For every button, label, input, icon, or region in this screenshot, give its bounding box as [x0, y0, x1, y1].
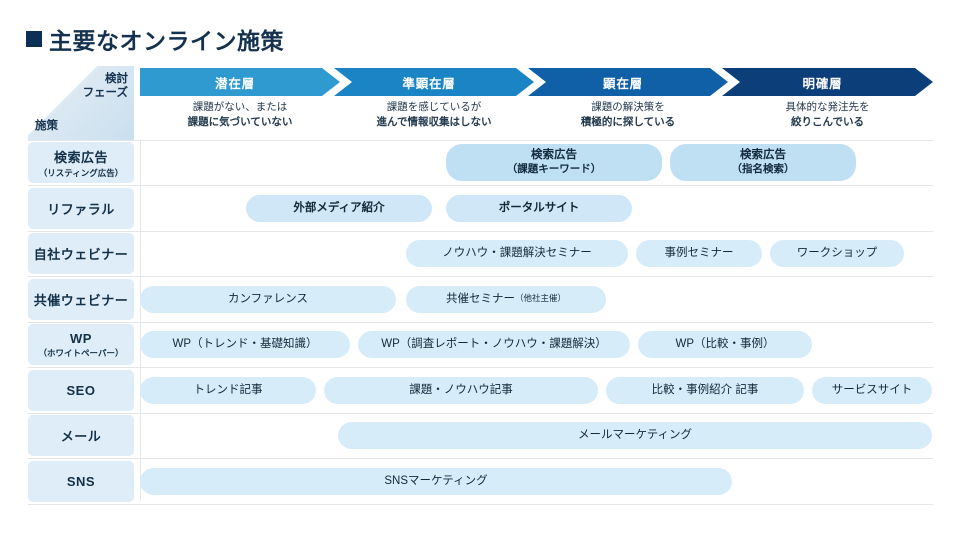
measure-pill-r1-c1[interactable]: 検索広告（課題キーワード） [446, 144, 662, 181]
pill-text: SNSマーケティング [384, 474, 488, 487]
phase-label-2: 準顕在層 [402, 76, 456, 91]
row-separator-6 [28, 412, 933, 414]
pill-text: ノウハウ・課題解決セミナー [442, 247, 592, 260]
header-separator [28, 140, 933, 141]
row-label-3: 自社ウェビナー [28, 233, 134, 274]
row-label-main-8: SNS [66, 473, 96, 489]
phase-description-4: 具体的な発注先を絞りこんでいる [722, 100, 933, 138]
corner-phase-label: 検討 フェーズ [83, 72, 128, 101]
measure-pill-r6-c3[interactable]: 比較・事例紹介 記事 [606, 376, 804, 404]
row-label-main-2: リファラル [47, 201, 115, 217]
pill-text-sub: （他社主催） [514, 293, 566, 304]
phase-description-1: 課題がない、または課題に気づいていない [140, 100, 340, 138]
measure-pill-r3-c2[interactable]: 事例セミナー [636, 240, 762, 267]
pill-text-line2: （指名検索） [731, 163, 795, 176]
phase-desc-line1-3: 課題の解決策を [591, 101, 665, 113]
pill-text: ワークショップ [796, 247, 878, 260]
row-label-sub-5: （ホワイトペーパー） [38, 347, 124, 358]
phase-desc-line1-1: 課題がない、または [192, 101, 288, 113]
row-label-main-5: WP [70, 330, 92, 346]
pill-text: WP（トレンド・基礎知識） [172, 338, 318, 351]
row-label-main-7: メール [60, 429, 102, 444]
corner-phase-line2: フェーズ [82, 87, 128, 100]
pill-text: WP（比較・事例） [675, 338, 775, 351]
row-label-main-3: 自社ウェビナー [33, 247, 129, 262]
phase-desc-line2-4: 絞りこんでいる [791, 116, 864, 129]
phase-label-3: 顕在層 [603, 76, 643, 91]
pill-text: メールマーケティング [577, 429, 693, 442]
pill-text: カンファレンス [228, 292, 308, 305]
measure-pill-r6-c2[interactable]: 課題・ノウハウ記事 [324, 376, 598, 404]
row-label-7: メール [28, 415, 134, 456]
row-label-5: WP（ホワイトペーパー） [28, 324, 134, 365]
phase-label-1: 潜在層 [215, 76, 255, 91]
measure-pill-r3-c1[interactable]: ノウハウ・課題解決セミナー [406, 240, 628, 267]
pill-text: 課題・ノウハウ記事 [409, 383, 513, 396]
measure-pill-r7-c1[interactable]: メールマーケティング [338, 422, 932, 449]
pill-text: ポータルサイト [498, 201, 580, 214]
pill-text-line1: 検索広告 [740, 149, 786, 162]
header-corner-cell: 検討 フェーズ 施策 [28, 66, 134, 140]
phase-desc-line2-3: 積極的に探している [580, 116, 676, 129]
phase-chevron-3: 顕在層 [528, 68, 728, 96]
measure-pill-r5-c1[interactable]: WP（トレンド・基礎知識） [140, 331, 350, 358]
row-label-main-4: 共催ウェビナー [33, 292, 129, 308]
row-separator-1 [28, 185, 933, 186]
row-label-4: 共催ウェビナー [28, 278, 134, 320]
measure-pill-r1-c2[interactable]: 検索広告（指名検索） [670, 144, 856, 181]
measure-pill-r4-c1[interactable]: カンファレンス [140, 285, 396, 313]
row-label-1: 検索広告 （リスティング広告） [28, 142, 134, 183]
row-label-8: SNS [28, 460, 134, 502]
pill-text: WP（調査レポート・ノウハウ・課題解決） [381, 338, 607, 351]
pill-text: サービスサイト [831, 383, 913, 396]
pill-text: 外部メディア紹介 [293, 201, 385, 214]
corner-phase-line1: 検討 [105, 73, 128, 85]
corner-measure-label: 施策 [35, 120, 58, 132]
row-separator-5 [28, 367, 933, 368]
row-label-sub-1: （リスティング広告） [38, 167, 124, 178]
pill-text-main: 共催セミナー [445, 292, 515, 305]
measure-pill-r3-c3[interactable]: ワークショップ [770, 240, 904, 267]
measure-pill-r2-c1[interactable]: 外部メディア紹介 [246, 194, 432, 222]
page-title: 主要なオンライン施策 [26, 22, 284, 56]
label-column-divider [140, 140, 141, 501]
title-square-marker [26, 31, 42, 47]
row-label-main-6: SEO [66, 382, 96, 398]
phase-desc-line1-2: 課題を感じているが [386, 101, 482, 113]
row-label-main-1: 検索広告 [53, 149, 108, 165]
online-measures-matrix: 検討 フェーズ 施策 潜在層課題がない、または課題に気づいていない 準顕在層課題を… [28, 66, 933, 505]
phase-chevron-1: 潜在層 [140, 68, 340, 96]
pill-text: 事例セミナー [664, 247, 734, 260]
pill-text-line2: （課題キーワード） [506, 163, 602, 176]
phase-chevron-4: 明確層 [722, 68, 933, 96]
row-separator-3 [28, 276, 933, 277]
measure-pill-r6-c1[interactable]: トレンド記事 [140, 376, 316, 404]
phase-desc-line2-2: 進んで情報収集はしない [376, 116, 492, 129]
matrix-header: 検討 フェーズ 施策 潜在層課題がない、または課題に気づいていない 準顕在層課題を… [28, 66, 933, 140]
phase-desc-line2-1: 課題に気づいていない [187, 116, 293, 129]
measure-pill-r8-c1[interactable]: SNSマーケティング [140, 467, 732, 495]
measure-pill-r5-c2[interactable]: WP（調査レポート・ノウハウ・課題解決） [358, 331, 630, 358]
phase-chevron-2: 準顕在層 [334, 68, 534, 96]
row-separator-2 [28, 230, 933, 232]
measure-pill-r4-c2[interactable]: 共催セミナー （他社主催） [406, 285, 606, 313]
phase-description-3: 課題の解決策を積極的に探している [528, 100, 728, 138]
page-title-text: 主要なオンライン施策 [49, 28, 284, 54]
row-label-6: SEO [28, 369, 134, 411]
pill-text: トレンド記事 [193, 383, 263, 396]
row-separator-4 [28, 321, 933, 323]
row-separator-8 [28, 503, 933, 505]
measure-pill-r6-c4[interactable]: サービスサイト [812, 376, 932, 404]
measure-pill-r5-c3[interactable]: WP（比較・事例） [638, 331, 812, 358]
row-label-2: リファラル [28, 187, 134, 229]
pill-text-line1: 検索広告 [531, 149, 577, 162]
phase-label-4: 明確層 [802, 76, 843, 91]
row-separator-7 [28, 458, 933, 459]
measure-pill-r2-c2[interactable]: ポータルサイト [446, 194, 632, 222]
pill-text: 比較・事例紹介 記事 [651, 383, 759, 396]
phase-description-2: 課題を感じているが進んで情報収集はしない [334, 100, 534, 138]
phase-desc-line1-4: 具体的な発注先を [785, 101, 870, 113]
